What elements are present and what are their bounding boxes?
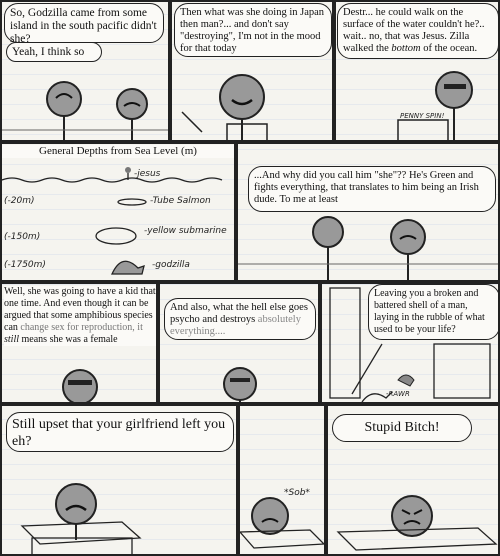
bubble-text-part-2: of the ocean. [420, 43, 478, 54]
panel-6-text-faint: change sex for reproduction, it [20, 322, 143, 333]
panel-6-text-part-2: means she was a female [21, 334, 118, 345]
label-jesus: -jesus [134, 169, 161, 179]
panel-2: Then what was she doing in Japan then ma… [170, 0, 334, 142]
panel-10: *Sob* [238, 404, 326, 556]
label-yellow-submarine: -yellow submarine [144, 226, 227, 236]
speech-bubble-psycho: And also, what the hell else goes psycho… [164, 298, 316, 340]
speech-bubble-broken-shell: Leaving you a broken and battered shell … [368, 284, 498, 340]
stick-figure-drawing [397, 71, 473, 140]
speech-bubble-japan: Then what was she doing in Japan then ma… [174, 3, 332, 57]
panel-1: So, Godzilla came from some island in th… [0, 0, 170, 142]
bubble-text-part-1: And also, what the hell else goes psycho… [170, 302, 308, 325]
city-destruction-drawing [329, 287, 491, 402]
panel-8: Leaving you a broken and battered shell … [320, 282, 500, 404]
bubble-text-emphasis: bottom [391, 43, 421, 54]
stick-figure-house-drawing [20, 483, 142, 554]
penny-spin-sign: PENNY SPIN! [400, 112, 445, 120]
stick-figure-house-drawing [240, 497, 324, 549]
speech-bubble-stupid: Stupid Bitch! [332, 414, 472, 442]
stick-figure-house-drawing [336, 495, 498, 551]
panel-6: Well, she was going to have a kid that o… [0, 282, 158, 404]
panel-11: Stupid Bitch! [326, 404, 500, 556]
label-godzilla: -godzilla [152, 260, 190, 270]
bubble-text-faint: absolutely everything.... [170, 314, 301, 337]
stick-figure-drawing [62, 369, 98, 402]
sob-sound-effect: *Sob* [284, 488, 310, 498]
speech-bubble-jesus: Destr... he could walk on the surface of… [337, 3, 498, 59]
speech-bubble-godzilla-island: So, Godzilla came from some island in th… [4, 3, 164, 45]
panel-9: Still upset that your girlfriend left yo… [0, 404, 238, 556]
panel-5: ...And why did you call him "she"?? He's… [236, 142, 500, 282]
rawr-sound-effect: -RAWR [386, 390, 410, 398]
panel-6-text: Well, she was going to have a kid that o… [4, 286, 156, 346]
stick-figures-drawing [2, 81, 168, 140]
stick-figure-drawing [223, 367, 257, 402]
depth-chart-title: General Depths from Sea Level (m) [2, 145, 234, 158]
stick-figure-drawing [181, 74, 268, 140]
stick-figures-drawing [238, 216, 498, 280]
panel-6-text-emphasis: still [4, 334, 20, 345]
speech-bubble-irish-dude: ...And why did you call him "she"?? He's… [248, 166, 496, 212]
panel-4-depth-chart: General Depths from Sea Level (m) -jesus… [0, 142, 236, 282]
depth-20m: (-20m) [4, 196, 35, 206]
panel-3: Destr... he could walk on the surface of… [334, 0, 500, 142]
speech-bubble-girlfriend: Still upset that your girlfriend left yo… [6, 412, 234, 452]
label-tube-salmon: -Tube Salmon [150, 196, 211, 206]
depth-1750m: (-1750m) [4, 260, 46, 270]
depth-chart-drawing [2, 167, 223, 275]
panel-6-text-part-1: Well, she was going to have a kid that o… [4, 286, 156, 333]
bubble-text-part-1: Destr... he could walk on the surface of… [343, 7, 485, 54]
panel-7: And also, what the hell else goes psycho… [158, 282, 320, 404]
depth-150m: (-150m) [4, 232, 41, 242]
speech-bubble-yeah: Yeah, I think so [6, 42, 102, 62]
